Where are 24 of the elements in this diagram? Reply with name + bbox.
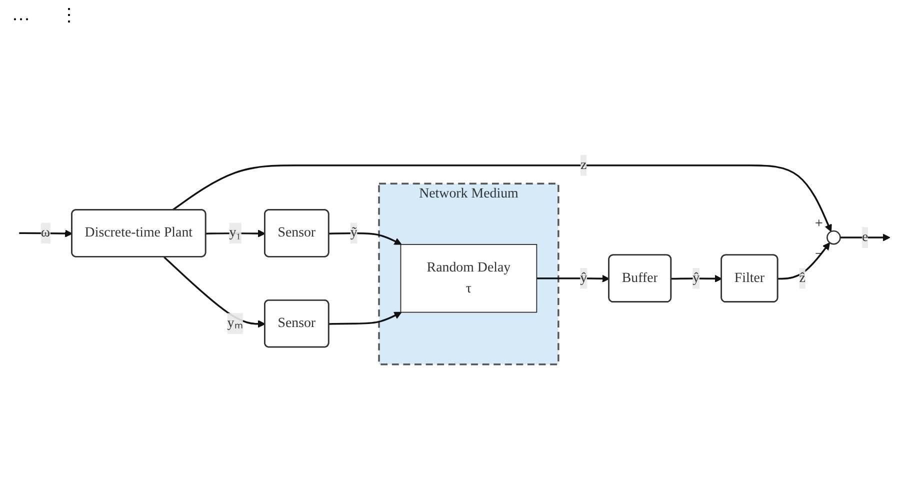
arrow	[172, 164, 832, 232]
ellipsis-mark: ⋮	[60, 4, 78, 26]
edge-label: ẑ	[799, 270, 806, 286]
edge-label: ŷ	[692, 270, 700, 286]
arrow	[671, 275, 722, 283]
arrow	[840, 234, 890, 242]
arrow	[778, 242, 830, 280]
plus-sign: +	[815, 216, 823, 232]
arrow	[536, 275, 610, 283]
arrow	[164, 256, 266, 328]
edge-label: yₘ	[227, 316, 243, 331]
arrow	[19, 230, 73, 238]
edge-label: ŷ	[580, 270, 588, 286]
node-circle	[826, 230, 841, 245]
edge-label: y₁	[229, 226, 242, 240]
edge-label: ỹ	[350, 226, 358, 240]
ellipsis-mark: …	[12, 4, 30, 26]
edge-label: z	[580, 158, 587, 173]
arrow	[329, 232, 402, 246]
arrow	[206, 230, 266, 238]
node-box: Random Delay τ	[400, 244, 538, 313]
edge-label: e	[862, 230, 868, 245]
arrow	[329, 312, 402, 326]
edge-label: ω	[40, 226, 50, 240]
